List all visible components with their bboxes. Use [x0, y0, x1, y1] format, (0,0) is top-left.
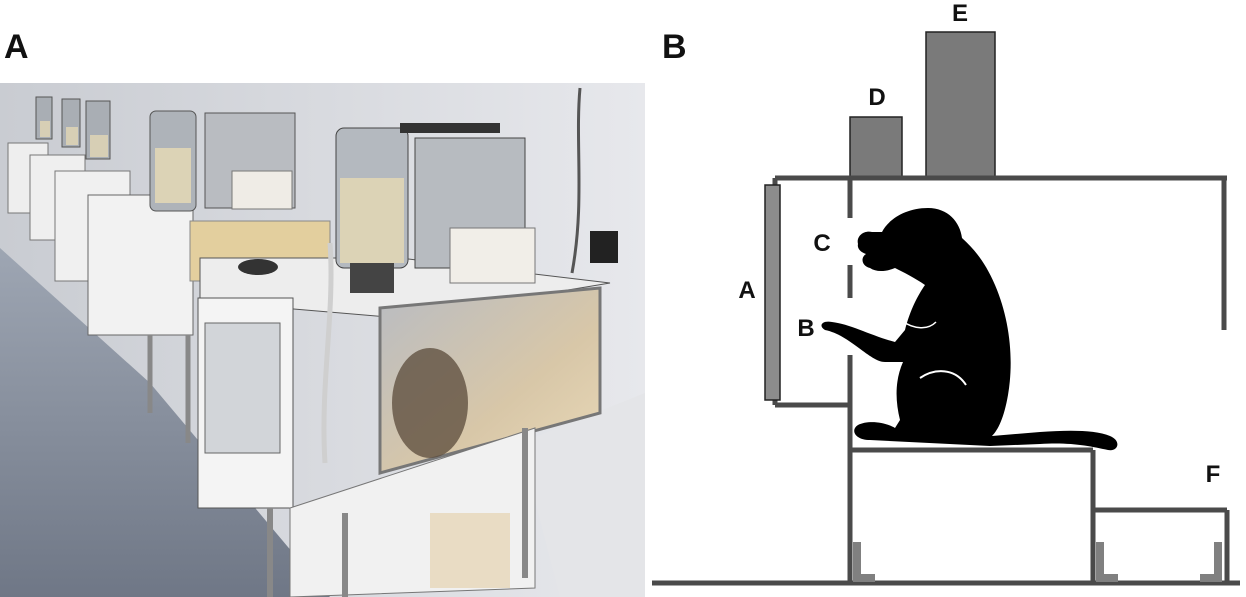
- label-d: D: [868, 84, 885, 111]
- label-a: A: [738, 277, 755, 304]
- label-f: F: [1206, 461, 1221, 488]
- booth-photograph: [0, 83, 645, 597]
- dispenser-d: [849, 116, 903, 178]
- dispenser-e: [925, 31, 996, 178]
- label-c: C: [813, 230, 830, 257]
- booth-schematic: A B C D E F: [652, 0, 1240, 586]
- front-booth: [197, 87, 618, 597]
- panel-b-letter: B: [662, 28, 687, 66]
- side-panel: [520, 393, 645, 597]
- baboon-silhouette: [821, 208, 1118, 451]
- middle-booth: [87, 110, 331, 443]
- panel-a-letter: A: [4, 28, 29, 66]
- touchscreen-a: [764, 184, 781, 401]
- label-e: E: [952, 0, 968, 27]
- label-b: B: [797, 315, 814, 342]
- corner-brackets: [853, 542, 1222, 582]
- floor: [0, 248, 330, 597]
